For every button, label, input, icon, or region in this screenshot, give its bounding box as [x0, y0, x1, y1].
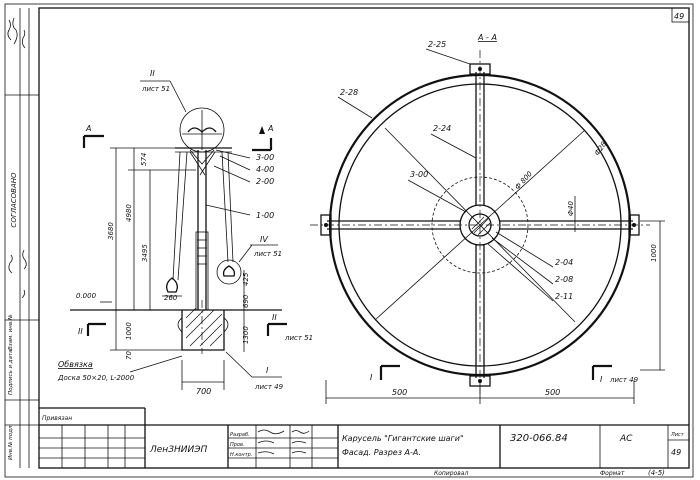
section-part-4: 3-00 — [410, 170, 428, 179]
hub-large — [431, 176, 529, 274]
facade-part-4: 1-00 — [256, 211, 274, 220]
section-mark-left: А — [85, 124, 91, 133]
dim-700: 700 — [196, 387, 211, 396]
node-right-sheet: лист 51 — [284, 334, 313, 342]
dim-40: Ф40 — [567, 201, 575, 216]
dim-1000-right: 1000 — [650, 244, 658, 262]
node-circle-ring — [216, 259, 242, 285]
node-mid-sheet: лист 51 — [253, 250, 282, 258]
section-mark-i-left: I — [370, 373, 373, 382]
section-part-3: 2-24 — [433, 124, 451, 133]
dim-260: 260 — [164, 294, 178, 302]
node-mid-num: IV — [260, 235, 268, 244]
dim-70: 70 — [125, 351, 133, 360]
tb-name-2: Пров. — [230, 442, 245, 448]
side-label-inv: Инв.№ подл. — [8, 424, 14, 460]
facade-part-3: 2-00 — [256, 177, 274, 186]
copy-label: Копировал — [434, 470, 468, 477]
section-mark-right: А — [267, 124, 273, 133]
dim-690: 690 — [242, 294, 250, 308]
section-view: А - А — [310, 33, 665, 404]
dim-3680: 3680 — [107, 222, 115, 240]
dim-425: 425 — [242, 272, 250, 286]
inner-frame — [38, 7, 690, 469]
format-value: (4-5) — [648, 469, 665, 477]
dim-800: Ф 800 — [514, 170, 535, 192]
section-part-6: 2-08 — [555, 275, 573, 284]
format-label: Формат — [600, 470, 625, 477]
outer-frame — [4, 3, 694, 478]
node-right-num: II — [272, 313, 277, 322]
title-line-1: Карусель "Гигантские шаги" — [342, 434, 464, 443]
section-mark-i-right: I — [600, 375, 603, 384]
dim-1000: 1000 — [125, 322, 133, 340]
org-name: ЛенЗНИИЭП — [149, 445, 207, 455]
dim-3495: 3495 — [141, 244, 149, 262]
facade-part-1: 3-00 — [256, 153, 274, 162]
side-label-sign: Подпись и дата — [8, 349, 14, 395]
dim-4980: 4980 — [125, 204, 133, 222]
binding-label: Привязан — [42, 415, 72, 422]
binding-desc: Доска 50×20, L-2000 — [57, 374, 135, 382]
left-stamp: СОГЛАСОВАНО Инв.№ подл. Подпись и дата В… — [5, 8, 39, 468]
dim-574: 574 — [140, 153, 148, 166]
tb-name-1: Разраб. — [230, 432, 250, 438]
section-ii-left: II — [78, 327, 83, 336]
side-label-replace: Взам. инв.№ — [8, 314, 14, 350]
doc-code: 320-066.84 — [510, 433, 568, 444]
dim-1300: 1300 — [242, 326, 250, 344]
dim-500-left: 500 — [392, 388, 407, 397]
section-part-7: 2-11 — [555, 292, 573, 301]
level-zero: 0.000 — [76, 292, 97, 300]
title-line-2: Фасад. Разрез А-А. — [342, 448, 421, 457]
tb-name-3: Н.контр. — [230, 452, 252, 458]
facade-part-2: 4-00 — [256, 165, 274, 174]
stage: АС — [619, 434, 633, 444]
section-mark-i-sheet: лист 49 — [609, 376, 639, 384]
section-title: А - А — [477, 33, 497, 42]
node-bottom-num: I — [266, 366, 269, 375]
sheet-value: 49 — [671, 448, 681, 457]
facade-view: II лист 51 А А — [57, 69, 313, 396]
section-part-2: 2-28 — [340, 88, 358, 97]
section-part-1: 2-25 — [428, 40, 446, 49]
title-block: Привязан ЛенЗНИИЭП Разраб. Пров. Н.контр… — [39, 407, 689, 477]
page-number: 49 — [674, 12, 684, 21]
section-part-5: 2-04 — [555, 258, 573, 267]
node-bottom-sheet: лист 49 — [254, 383, 284, 391]
binding-title: Обвязка — [58, 360, 93, 369]
node-top-num: II — [150, 69, 155, 78]
node-top-sheet: лист 51 — [141, 85, 170, 93]
side-label-agreed: СОГЛАСОВАНО — [10, 172, 18, 228]
sheet-label: Лист — [670, 432, 685, 438]
dim-500-right: 500 — [545, 388, 560, 397]
